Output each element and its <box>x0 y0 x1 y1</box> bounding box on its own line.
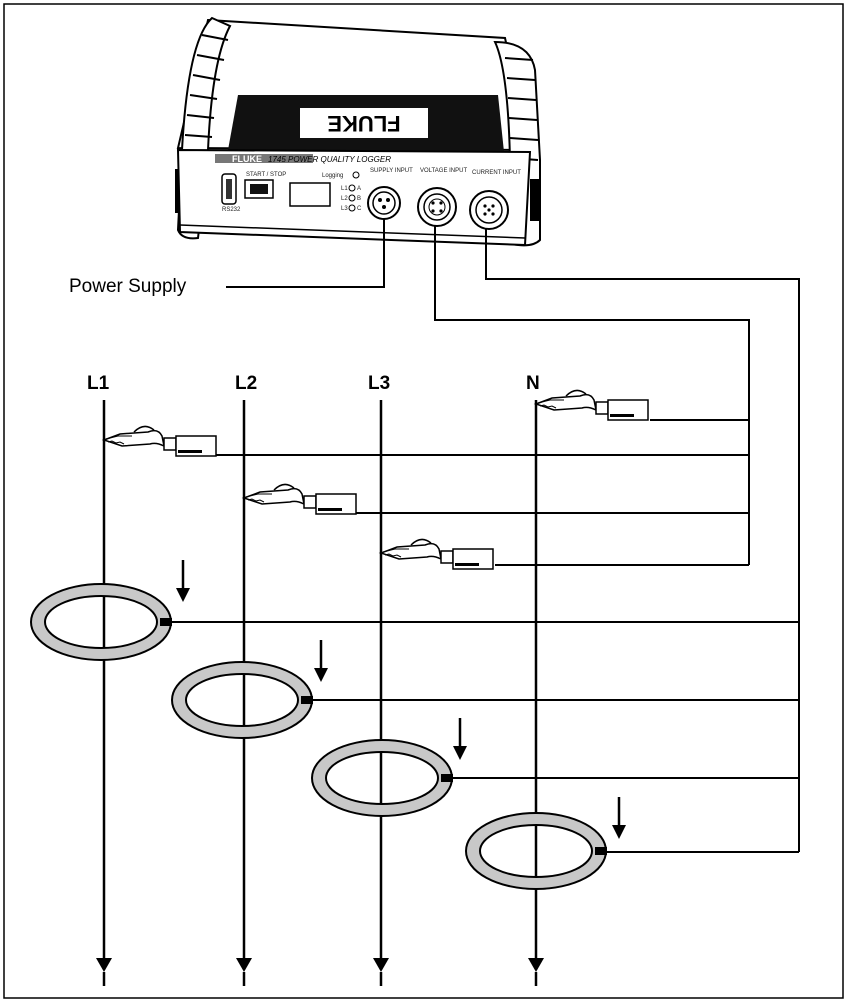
voltage-clip-l1 <box>103 425 217 457</box>
power-supply-label: Power Supply <box>69 276 187 297</box>
supply-input-connector: SUPPLY INPUT <box>367 168 413 220</box>
svg-text:B: B <box>357 196 361 202</box>
svg-text:CURRENT INPUT: CURRENT INPUT <box>472 170 521 176</box>
voltage-input-connector: VOLTAGE INPUT <box>417 168 467 227</box>
logging-label: Logging <box>322 173 343 179</box>
logging-led <box>352 171 360 179</box>
svg-text:L2: L2 <box>341 196 348 202</box>
phase-label-n: N <box>526 373 540 394</box>
current-input-connector: CURRENT INPUT <box>469 170 521 230</box>
rs232-label: RS232 <box>222 207 241 213</box>
current-clamp-l1 <box>30 583 172 661</box>
logger-model-strip <box>215 154 313 163</box>
phase-label-l1: L1 <box>87 373 110 394</box>
svg-text:VOLTAGE INPUT: VOLTAGE INPUT <box>420 168 467 174</box>
diagram-frame <box>3 3 844 999</box>
phase-label-l2: L2 <box>235 373 257 394</box>
power-quality-logger: FLUKE FLUKE 1745 POWE <box>175 16 541 247</box>
current-cable-bus <box>172 229 800 853</box>
logger-brand: FLUKE <box>232 154 262 164</box>
start-stop-label: START / STOP <box>246 172 286 178</box>
voltage-clip-l2 <box>243 483 357 515</box>
svg-text:A: A <box>357 186 361 192</box>
current-direction-arrows <box>176 560 626 839</box>
logger-model: 1745 POWER QUALITY LOGGER <box>268 155 391 164</box>
logger-top-logo-plate <box>300 108 428 138</box>
current-clamp-l2 <box>171 661 313 739</box>
logger-top-logo: FLUKE <box>327 111 400 136</box>
svg-text:L3: L3 <box>341 206 348 212</box>
phase-label-l3: L3 <box>368 373 390 394</box>
phase-conductors <box>96 400 544 986</box>
current-clamp-l3 <box>311 739 453 817</box>
svg-text:L1: L1 <box>341 186 348 192</box>
svg-text:SUPPLY INPUT: SUPPLY INPUT <box>370 168 413 174</box>
logger-display <box>289 182 331 207</box>
power-supply-cable <box>226 219 385 288</box>
voltage-cable-bus <box>215 226 750 566</box>
voltage-clip-n <box>535 389 649 421</box>
svg-text:C: C <box>357 206 362 212</box>
voltage-clip-l3 <box>380 538 494 570</box>
phase-indicators: L1 A L2 B L3 C <box>341 184 362 212</box>
